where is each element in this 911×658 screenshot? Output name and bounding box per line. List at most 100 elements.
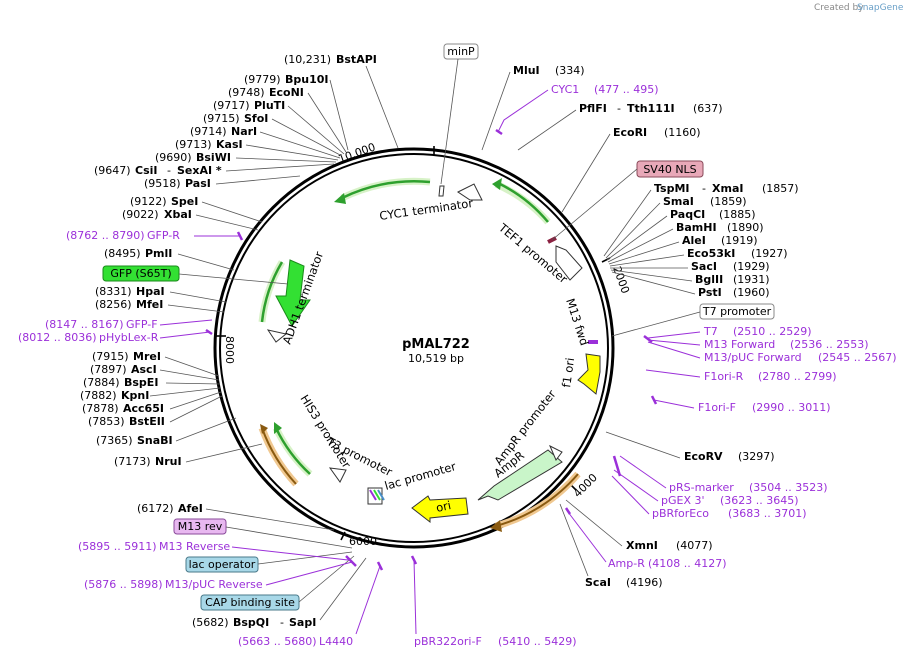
primer-m13-forward[interactable]: M13 Forward (2536 .. 2553)	[647, 338, 869, 351]
site-snabi[interactable]: (7365) SnaBI	[96, 417, 237, 447]
lac-promoter-label: lac promoter	[383, 459, 458, 493]
primer-t7[interactable]: T7 (2510 .. 2529)	[647, 325, 812, 339]
tef1-promoter-box[interactable]	[555, 245, 583, 281]
svg-text:(5663 .. 5680): (5663 .. 5680)	[238, 635, 317, 648]
site-paqci[interactable]: PaqCI (1885)	[670, 208, 756, 221]
svg-text:(637): (637)	[693, 102, 723, 115]
minp-box[interactable]	[443, 43, 479, 60]
site-kasi[interactable]: (9713) KasI	[175, 138, 243, 151]
site-ecorv[interactable]: EcoRV (3297)	[605, 431, 775, 463]
primer-f1ori-f[interactable]: F1ori-F (2990 .. 3011)	[650, 395, 831, 414]
adh1-terminator-box[interactable]	[266, 329, 288, 343]
site-xbai[interactable]: (9022) XbaI	[122, 208, 259, 231]
tick-label-6000: 6000	[349, 535, 377, 548]
site-nrui[interactable]: (7173) NruI	[114, 443, 263, 468]
site-bglii[interactable]: BglII (1931)	[695, 273, 770, 286]
svg-text:GFP-F: GFP-F	[126, 318, 158, 331]
site-mrei[interactable]: (7915) MreI	[92, 350, 161, 363]
f1-ori-arrow[interactable]	[577, 353, 601, 395]
svg-text:(7173): (7173)	[114, 455, 151, 468]
svg-text:(9122): (9122)	[130, 195, 167, 208]
site-econi[interactable]: (9748) EcoNI	[228, 86, 304, 99]
minp-marker[interactable]	[438, 185, 445, 197]
primer-l4440[interactable]: (5663 .. 5680) L4440	[238, 561, 384, 648]
cap-binding-box[interactable]	[200, 594, 300, 611]
site-alei[interactable]: AleI (1919)	[682, 234, 758, 247]
site-xmni[interactable]: XmnI (4077)	[565, 499, 713, 552]
site-asci[interactable]: (7897) AscI	[90, 363, 157, 376]
svg-text:F1ori-F: F1ori-F	[698, 401, 736, 414]
site-spei[interactable]: (9122) SpeI	[130, 195, 263, 223]
svg-text:(1859): (1859)	[710, 195, 747, 208]
site-csii[interactable]: (9647) CsiI - SexAI *	[94, 164, 222, 177]
site-pluti[interactable]: (9717) PluTI	[213, 99, 285, 112]
primer-m13-puc-forward[interactable]: M13/pUC Forward (2545 .. 2567)	[647, 341, 897, 364]
lac-operator-leader	[257, 551, 353, 565]
primer-phyblex-r[interactable]: (8012 .. 8036) pHybLex-R	[18, 328, 213, 344]
svg-text:BstAPI: BstAPI	[336, 53, 377, 66]
svg-text:(2536 .. 2553): (2536 .. 2553)	[790, 338, 869, 351]
site-tspmi[interactable]: TspMI - XmaI (1857)	[654, 182, 799, 195]
ampr-arrow[interactable]	[477, 449, 563, 501]
primer-gfp-f[interactable]: (8147 .. 8167) GFP-F	[45, 318, 213, 331]
his3-outer-arc[interactable]	[261, 427, 297, 485]
primer-amp-r[interactable]: Amp-R (4108 .. 4127)	[564, 507, 727, 570]
site-hpai[interactable]: (8331) HpaI	[95, 285, 227, 303]
svg-text:Eco53kI: Eco53kI	[687, 247, 735, 260]
site-nari[interactable]: (9714) NarI	[190, 125, 257, 138]
svg-text:(1931): (1931)	[733, 273, 770, 286]
m13-rev-leader	[225, 526, 353, 549]
tef1-promoter-arc[interactable]	[499, 182, 549, 223]
site-bamhi[interactable]: BamHI (1890)	[676, 221, 764, 234]
site-saci[interactable]: SacI (1929)	[691, 260, 770, 273]
svg-text:L4440: L4440	[319, 635, 353, 648]
site-bspqi[interactable]: (5682) BspQI - SapI	[192, 557, 367, 629]
primer-m13-puc-reverse[interactable]: (5876 .. 5898) M13/pUC Reverse	[84, 561, 353, 591]
site-bstapi[interactable]: (10,231) BstAPI	[284, 53, 399, 149]
m13-fwd-mark[interactable]	[588, 340, 598, 344]
his3-promoter-box[interactable]	[328, 467, 347, 483]
m13-rev-box[interactable]	[173, 518, 227, 535]
svg-text:SnaBI: SnaBI	[137, 434, 173, 447]
cyc1-terminator-box[interactable]	[457, 183, 483, 201]
cluster-leaders-right	[603, 189, 696, 295]
site-psti[interactable]: PstI (1960)	[698, 286, 770, 299]
site-pflfi[interactable]: PflFI - Tth111I (637)	[517, 102, 723, 151]
t7-promoter-box[interactable]	[699, 303, 775, 320]
ampr-arc[interactable]	[495, 473, 579, 527]
gfp-box[interactable]	[102, 265, 180, 282]
site-mfei[interactable]: (8256) MfeI	[95, 298, 225, 313]
adh1-terminator-arc[interactable]	[260, 261, 284, 323]
site-bpu10i[interactable]: (9779) Bpu10I	[244, 73, 329, 86]
site-bspei[interactable]: (7884) BspEI	[83, 376, 158, 389]
ori-arrow[interactable]	[411, 495, 469, 524]
lac-operator-box[interactable]	[185, 556, 259, 573]
primer-pbr322ori-f[interactable]: pBR322ori-F (5410 .. 5429)	[410, 555, 577, 648]
cyc1-terminator-arc[interactable]	[341, 180, 431, 200]
svg-text:TspMI: TspMI	[654, 182, 690, 195]
site-bsteii[interactable]: (7853) BstEII	[88, 415, 165, 428]
primer-pgex3[interactable]: pGEX 3' (3623 .. 3645)	[613, 469, 799, 507]
site-bsiwi[interactable]: (9690) BsiWI	[155, 151, 231, 164]
site-scai[interactable]: ScaI (4196)	[559, 503, 663, 589]
site-smai[interactable]: SmaI (1859)	[663, 195, 747, 208]
gfp-arrow[interactable]	[275, 259, 311, 327]
site-kpni[interactable]: (7882) KpnI	[80, 389, 149, 402]
site-pmli[interactable]: (8495) PmlI	[104, 247, 235, 271]
primer-pbrforeco[interactable]: pBRforEco (3683 .. 3701)	[611, 475, 807, 520]
site-ecori[interactable]: EcoRI (1160)	[561, 126, 701, 213]
primer-prs-marker[interactable]: pRS-marker (3504 .. 3523)	[619, 455, 828, 494]
site-afei[interactable]: (6172) AfeI	[137, 502, 335, 531]
primer-cyc1[interactable]: CYC1 (477 .. 495)	[495, 83, 659, 136]
site-sfoi[interactable]: (9715) SfoI	[203, 112, 268, 125]
primer-f1ori-r[interactable]: F1ori-R (2780 .. 2799)	[645, 369, 837, 383]
tick-label-8000: 8000	[223, 336, 236, 364]
site-acc65i[interactable]: (7878) Acc65I	[82, 402, 164, 415]
site-eco53ki[interactable]: Eco53kI (1927)	[687, 247, 788, 260]
primer-gfp-r[interactable]: (8762 .. 8790) GFP-R	[66, 229, 244, 242]
ampr-promoter-box[interactable]	[549, 444, 563, 461]
primer-m13-reverse[interactable]: (5895 .. 5911) M13 Reverse	[78, 540, 349, 561]
site-pasi[interactable]: (9518) PasI	[144, 175, 301, 190]
site-mlui[interactable]: MluI (334)	[481, 64, 585, 151]
svg-text:M13 Reverse: M13 Reverse	[159, 540, 230, 553]
